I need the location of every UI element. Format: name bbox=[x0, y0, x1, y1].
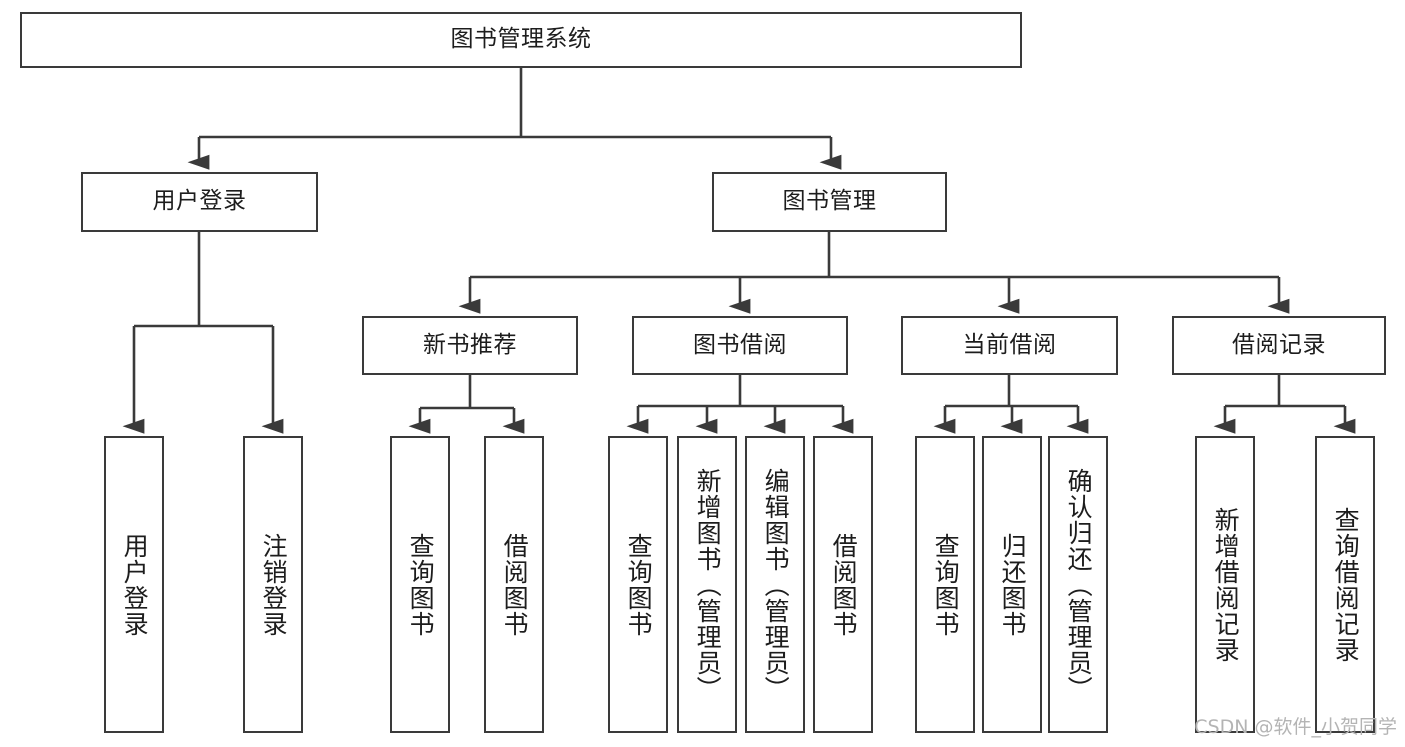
leaf-edit-book-admin[interactable]: 编辑图书（管理员） bbox=[745, 436, 805, 733]
node-borrowing-records-label: 借阅记录 bbox=[1232, 331, 1326, 358]
node-current-borrowing[interactable]: 当前借阅 bbox=[901, 316, 1118, 375]
leaf-query-borrow-record-label: 查询借阅记录 bbox=[1331, 506, 1361, 663]
leaf-return-books[interactable]: 归还图书 bbox=[982, 436, 1042, 733]
leaf-add-book-admin-label: 新增图书（管理员） bbox=[693, 467, 723, 702]
leaf-add-borrow-record[interactable]: 新增借阅记录 bbox=[1195, 436, 1255, 733]
leaf-user-login[interactable]: 用户登录 bbox=[104, 436, 164, 733]
node-root[interactable]: 图书管理系统 bbox=[20, 12, 1022, 68]
leaf-logout[interactable]: 注销登录 bbox=[243, 436, 303, 733]
leaf-add-book-admin[interactable]: 新增图书（管理员） bbox=[677, 436, 737, 733]
leaf-user-login-label: 用户登录 bbox=[120, 532, 150, 637]
leaf-confirm-return-admin-label: 确认归还（管理员） bbox=[1064, 467, 1094, 702]
leaf-borrow-books-label: 借阅图书 bbox=[829, 532, 859, 637]
leaf-query-books-current[interactable]: 查询图书 bbox=[915, 436, 975, 733]
node-current-borrowing-label: 当前借阅 bbox=[962, 331, 1057, 358]
leaf-query-borrow-record[interactable]: 查询借阅记录 bbox=[1315, 436, 1375, 733]
leaf-add-borrow-record-label: 新增借阅记录 bbox=[1211, 506, 1241, 663]
leaf-borrow-books[interactable]: 借阅图书 bbox=[813, 436, 873, 733]
node-book-borrowing[interactable]: 图书借阅 bbox=[632, 316, 848, 375]
leaf-query-books-borrow[interactable]: 查询图书 bbox=[608, 436, 668, 733]
leaf-logout-label: 注销登录 bbox=[259, 532, 289, 637]
leaf-query-books-current-label: 查询图书 bbox=[931, 532, 961, 637]
leaf-query-books-rec-label: 查询图书 bbox=[406, 532, 436, 637]
leaf-query-books-borrow-label: 查询图书 bbox=[624, 532, 654, 637]
leaf-confirm-return-admin[interactable]: 确认归还（管理员） bbox=[1048, 436, 1108, 733]
leaf-edit-book-admin-label: 编辑图书（管理员） bbox=[761, 467, 791, 702]
node-user-login-label: 用户登录 bbox=[152, 188, 247, 215]
leaf-borrow-books-rec[interactable]: 借阅图书 bbox=[484, 436, 544, 733]
leaf-borrow-books-rec-label: 借阅图书 bbox=[500, 532, 530, 637]
watermark-text: CSDN @软件_小贺同学 bbox=[1194, 716, 1397, 738]
node-book-management-label: 图书管理 bbox=[782, 188, 877, 215]
leaf-query-books-rec[interactable]: 查询图书 bbox=[390, 436, 450, 733]
leaf-return-books-label: 归还图书 bbox=[998, 532, 1028, 637]
node-user-login[interactable]: 用户登录 bbox=[81, 172, 318, 232]
node-new-book-recommendation-label: 新书推荐 bbox=[423, 331, 517, 358]
node-borrowing-records[interactable]: 借阅记录 bbox=[1172, 316, 1386, 375]
node-new-book-recommendation[interactable]: 新书推荐 bbox=[362, 316, 578, 375]
node-book-management[interactable]: 图书管理 bbox=[712, 172, 947, 232]
node-book-borrowing-label: 图书借阅 bbox=[693, 331, 787, 358]
node-root-label: 图书管理系统 bbox=[450, 26, 592, 53]
